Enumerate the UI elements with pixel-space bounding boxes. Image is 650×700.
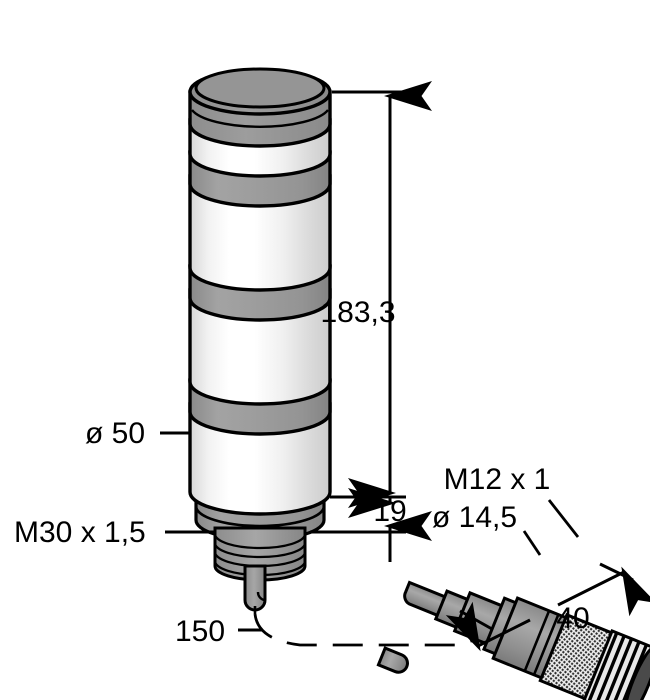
dimension-label-height: 183,3: [320, 296, 395, 329]
dimension-label-diameter: ø 50: [85, 417, 145, 450]
connector-cable-tail: [376, 646, 409, 674]
base-collar-groove: [194, 505, 326, 528]
thread-line-1: [213, 533, 307, 550]
dimension-label-m12: M12 x 1: [444, 463, 551, 496]
leader-line-conn-dia: [522, 530, 542, 556]
leader-line-m12: [547, 499, 580, 538]
dimension-label-base-height: 19: [373, 495, 406, 528]
top-cap: [188, 67, 332, 148]
top-cap-dome: [194, 67, 326, 109]
tower-light-body: [188, 67, 332, 612]
dimension-base-height: 19: [310, 488, 432, 562]
barrel-groove-2: [532, 614, 560, 676]
dim-arrow-40-upper: [557, 566, 650, 617]
label-cable-length: 150: [175, 615, 262, 648]
coupling-nut-threads: [587, 632, 650, 700]
dim-arrow-40-lower: [445, 601, 531, 652]
ext-line-40-right: [599, 562, 634, 582]
label-body-diameter: ø 50: [85, 417, 191, 450]
dimension-label-cable: 150: [175, 615, 225, 648]
cable-stub-tip: [256, 591, 265, 602]
dimension-label-thread: M30 x 1,5: [14, 516, 146, 549]
dimension-overall-height: 183,3: [320, 81, 432, 508]
thread-line-2: [213, 542, 307, 559]
m12-connector: [376, 580, 650, 700]
top-cap-seam: [191, 109, 329, 128]
cable-stub: [243, 564, 267, 612]
cable-stub-body: [243, 564, 267, 612]
label-connector-thread: M12 x 1: [444, 463, 580, 538]
connector-face: [623, 645, 650, 700]
barrel-groove-1: [523, 610, 551, 672]
dimension-connector-length: 40: [445, 562, 650, 652]
dimension-label-conn-length: 40: [556, 602, 589, 635]
dimension-label-conn-dia: ø 14,5: [432, 501, 517, 534]
label-connector-diameter: ø 14,5: [432, 501, 542, 556]
label-base-thread: M30 x 1,5: [14, 516, 216, 549]
